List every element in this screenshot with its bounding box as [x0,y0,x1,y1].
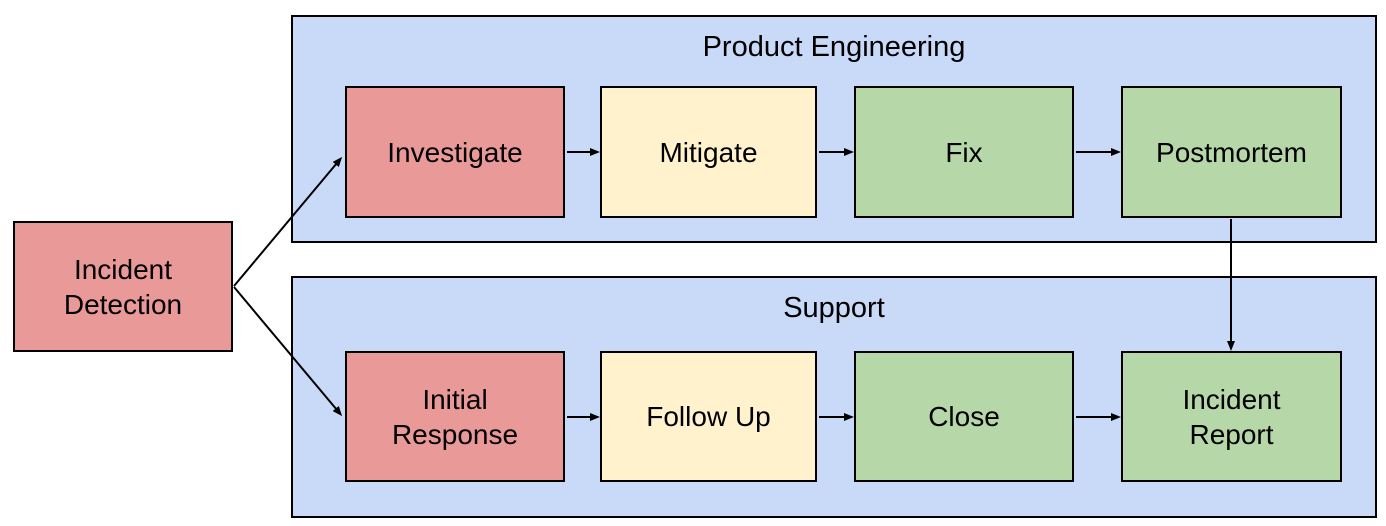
node-label: Fix [945,136,983,168]
node-initial-response: Initial Response [345,351,565,482]
node-label: Investigate [387,136,523,168]
node-incident-detection: Incident Detection [13,221,233,352]
node-label: Mitigate [659,136,758,168]
node-label: Follow Up [646,401,771,432]
lane-title: Support [783,292,885,324]
lane-title: Product Engineering [702,31,966,63]
node-follow-up: Follow Up [600,351,817,482]
node-label: Initial Response [391,383,519,450]
node-label: Incident Detection [63,253,183,320]
node-label: Postmortem [1156,136,1307,168]
node-close: Close [854,351,1074,482]
node-fix: Fix [854,86,1074,218]
node-mitigate: Mitigate [600,86,817,218]
node-investigate: Investigate [345,86,565,218]
node-label: Incident Report [1182,383,1281,450]
node-label: Close [928,401,1000,432]
node-postmortem: Postmortem [1121,86,1342,218]
node-incident-report: Incident Report [1121,351,1342,482]
